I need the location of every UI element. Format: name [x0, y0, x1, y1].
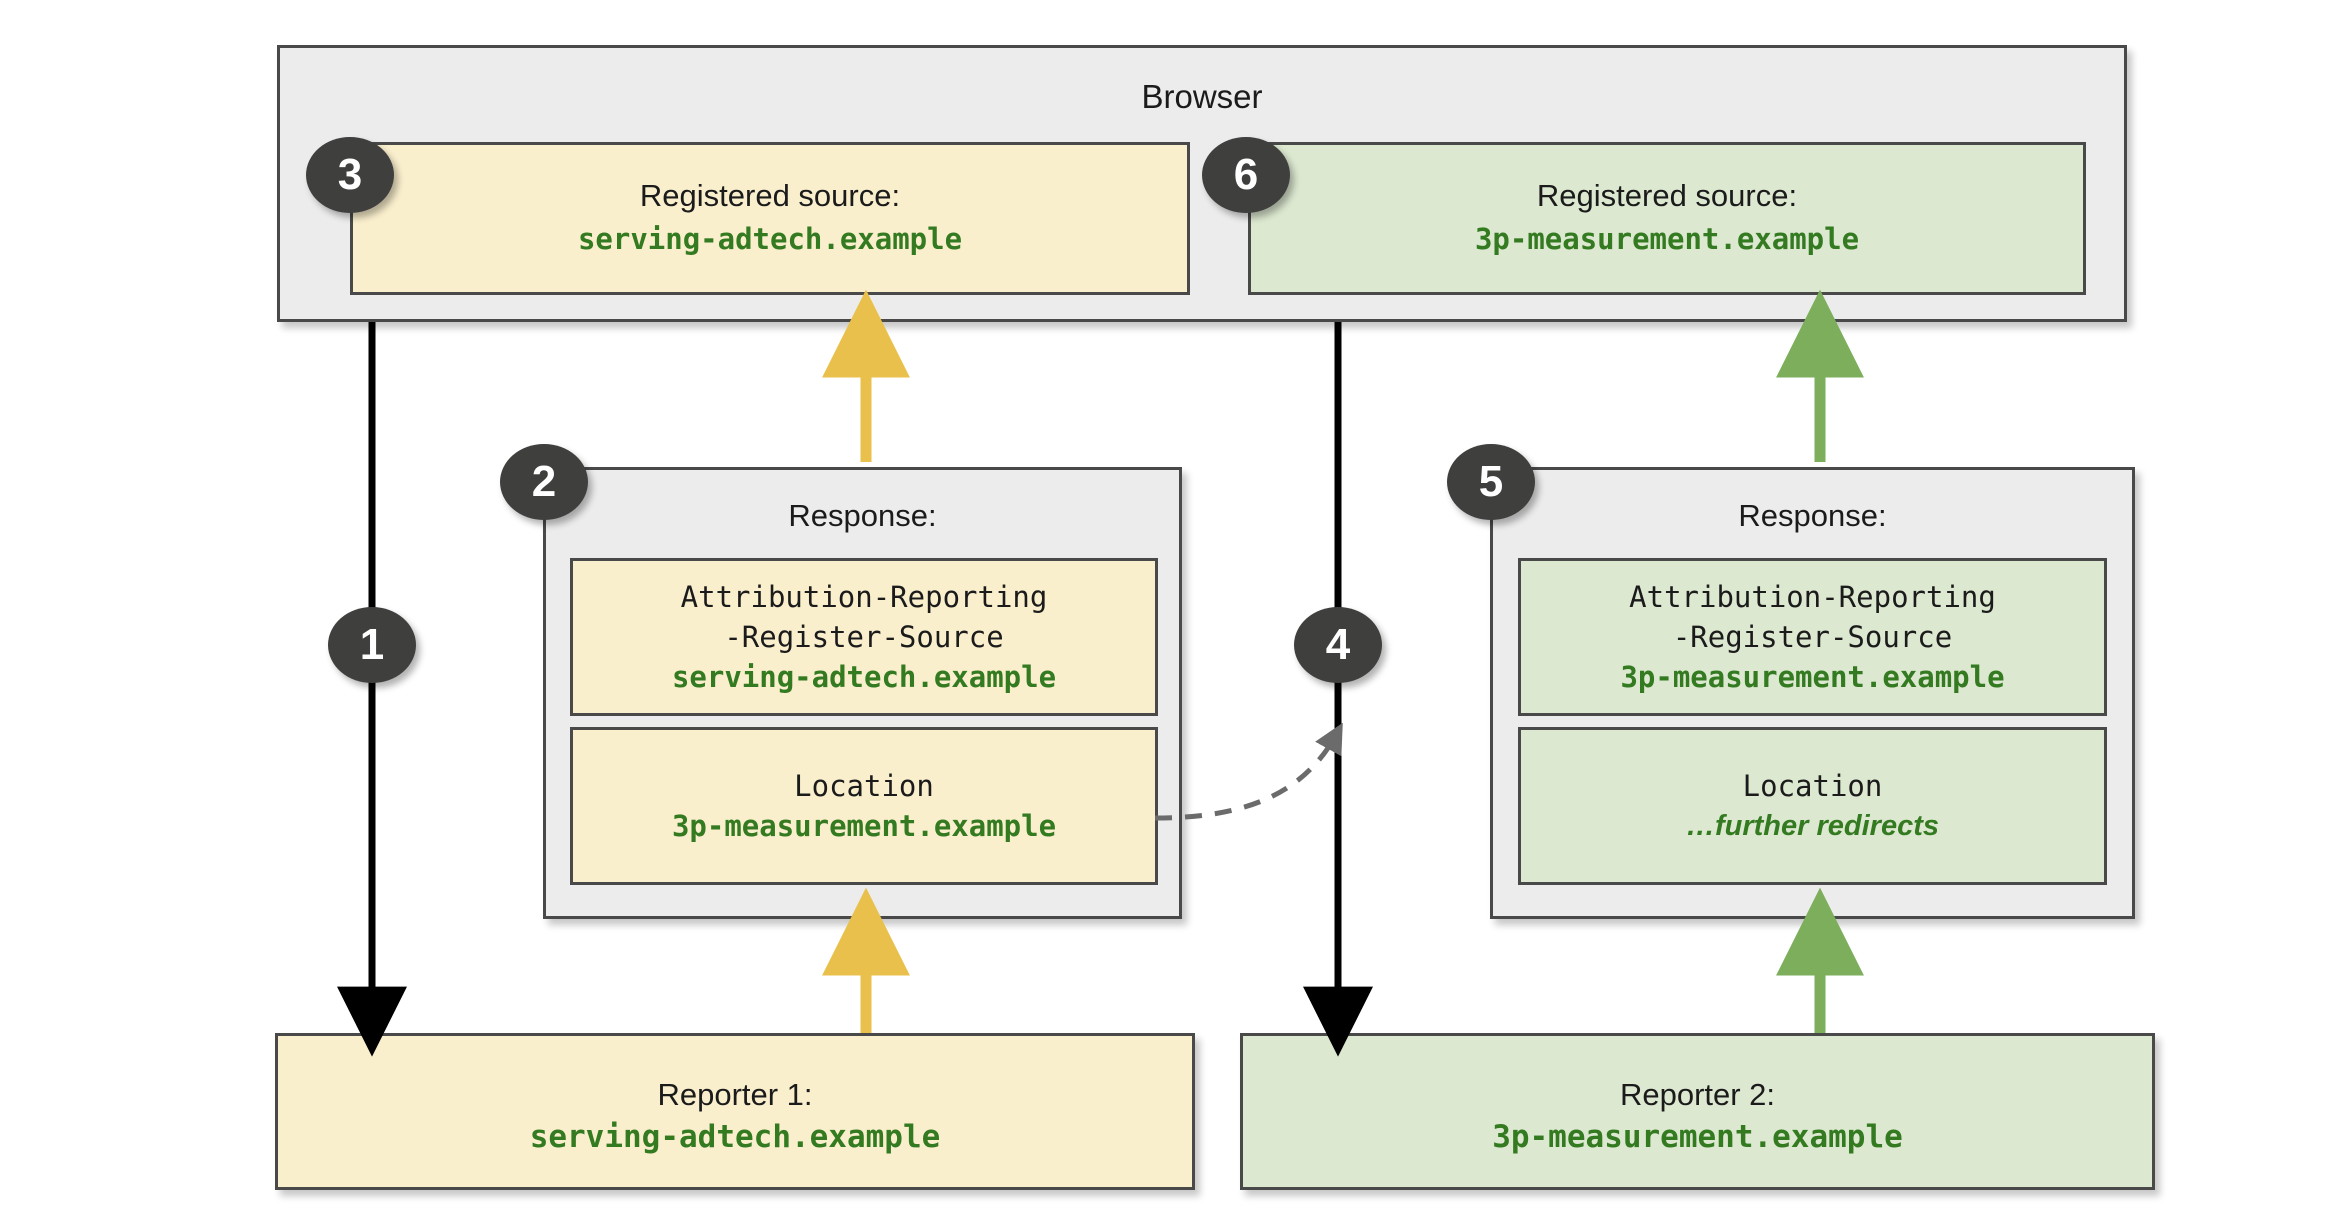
step-badge-3: 3 [306, 137, 394, 213]
step-badge-1: 1 [328, 607, 416, 683]
step-badge-6: 6 [1202, 137, 1290, 213]
response-heading-5: Response: [1738, 498, 1887, 533]
reporter-value-2: 3p-measurement.example [1492, 1119, 1903, 1155]
response-row-value-2a: serving-adtech.example [671, 660, 1057, 694]
reporter-label-1: Reporter 1: [657, 1077, 813, 1112]
response-row-location-5: Location …further redirects [1518, 727, 2107, 885]
response-heading-2: Response: [788, 498, 937, 533]
registered-source-box-1: Registered source: serving-adtech.exampl… [350, 142, 1190, 295]
response-row-value-5a: 3p-measurement.example [1620, 660, 2005, 694]
response-row-value-5b: …further redirects [1685, 810, 1939, 842]
dashed-redirect-curve [1154, 722, 1343, 821]
registered-source-box-2: Registered source: 3p-measurement.exampl… [1248, 142, 2086, 295]
step-badge-5: 5 [1447, 444, 1535, 520]
registered-source-value-2: 3p-measurement.example [1474, 222, 1860, 256]
registered-source-label-1: Registered source: [639, 178, 901, 213]
registered-source-value-1: serving-adtech.example [577, 222, 963, 256]
step-badge-2: 2 [500, 444, 588, 520]
response-row-register-source-2: Attribution-Reporting -Register-Source s… [570, 558, 1158, 716]
response-row-line1-2a: Attribution-Reporting [680, 580, 1048, 614]
response-row-line1-5b: Location [1742, 769, 1883, 803]
reporter-box-1: Reporter 1: serving-adtech.example [275, 1033, 1195, 1190]
reporter-value-1: serving-adtech.example [529, 1119, 941, 1155]
reporter-box-2: Reporter 2: 3p-measurement.example [1240, 1033, 2155, 1190]
response-row-line2-5a: -Register-Source [1672, 620, 1953, 654]
response-row-line1-5a: Attribution-Reporting [1629, 580, 1996, 614]
step-badge-4: 4 [1294, 607, 1382, 683]
response-row-line1-2b: Location [794, 769, 934, 803]
response-row-line2-2a: -Register-Source [724, 620, 1004, 654]
response-row-location-2: Location 3p-measurement.example [570, 727, 1158, 885]
response-row-value-2b: 3p-measurement.example [671, 809, 1057, 843]
reporter-label-2: Reporter 2: [1619, 1077, 1776, 1112]
browser-title: Browser [1141, 78, 1263, 115]
registered-source-label-2: Registered source: [1536, 178, 1798, 213]
response-row-register-source-5: Attribution-Reporting -Register-Source 3… [1518, 558, 2107, 716]
